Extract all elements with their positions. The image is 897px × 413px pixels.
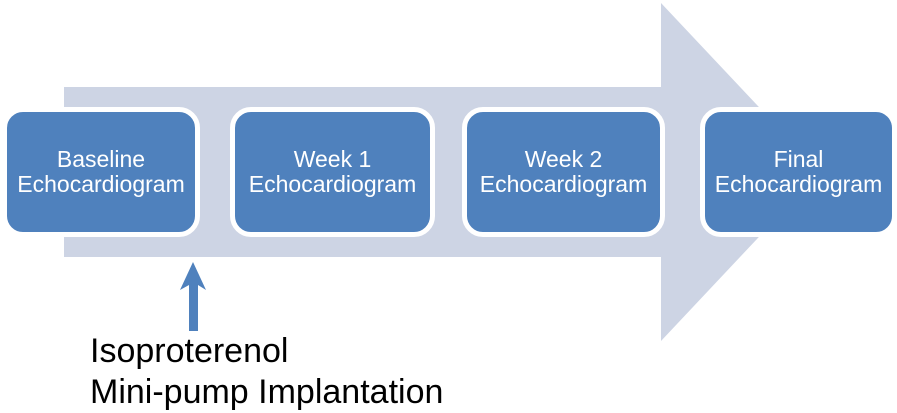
stage-line1: Baseline — [56, 146, 146, 172]
stage-label: Baseline Echocardiogram — [17, 147, 184, 197]
stage-line2: Echocardiogram — [17, 171, 185, 197]
stage-line2: Echocardiogram — [479, 171, 648, 197]
stage-line2: Echocardiogram — [714, 171, 883, 197]
annotation-label: Isoproterenol Mini-pump Implantation — [90, 331, 443, 413]
stage-line1: Final — [773, 146, 824, 172]
stage-label: Week 1 Echocardiogram — [249, 147, 416, 197]
up-arrow-icon — [180, 262, 206, 331]
stage-line1: Week 1 — [293, 146, 372, 172]
annotation-line1: Isoproterenol — [90, 332, 289, 370]
stage-label: Final Echocardiogram — [715, 147, 882, 197]
up-arrow-shape — [180, 262, 206, 331]
stage-line2: Echocardiogram — [248, 171, 417, 197]
annotation-line2: Mini-pump Implantation — [90, 373, 444, 411]
stage-label: Week 2 Echocardiogram — [480, 147, 647, 197]
stage-line1: Week 2 — [524, 146, 603, 172]
stage-box-baseline: Baseline Echocardiogram — [2, 107, 200, 237]
stage-box-week1: Week 1 Echocardiogram — [230, 107, 435, 237]
right-arrow-shape — [64, 3, 820, 341]
stage-box-week2: Week 2 Echocardiogram — [462, 107, 665, 237]
stage-box-final: Final Echocardiogram — [700, 107, 897, 237]
